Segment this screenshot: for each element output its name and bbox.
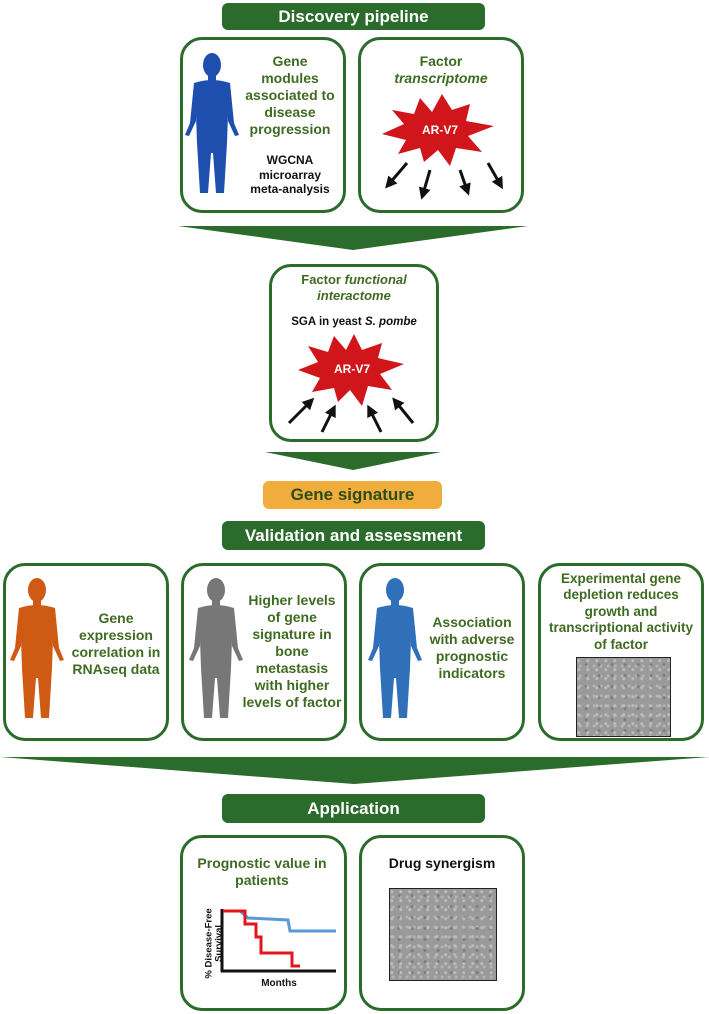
sga-word: SGA in yeast: [291, 316, 362, 328]
wgcna-text: WGCNA microarray meta-analysis: [250, 153, 330, 197]
sga-text: SGA in yeast S. pombe: [272, 315, 436, 329]
discovery-pipeline-title: Discovery pipeline: [222, 3, 485, 30]
gene-depletion-text: Experimental gene depletion reduces grow…: [548, 571, 694, 652]
factor-interactome-title: Factor functional interactome: [275, 272, 433, 304]
application-title: Application: [222, 794, 485, 823]
factor-label-top: AR-V7: [421, 123, 458, 137]
functional-word: functional: [344, 272, 407, 287]
gene-modules-text: Gene modules associated to disease progr…: [245, 53, 335, 138]
prognostic-indicators-text: Association with adverse prognostic indi…: [429, 614, 515, 682]
factor-label-mid: AR-V7: [333, 362, 370, 376]
microscopy-image-synergism: [389, 888, 497, 981]
survival-xlabel: Months: [261, 978, 297, 989]
interactome-word: interactome: [317, 287, 391, 303]
factor-transcriptome-title: Factor transcriptome: [370, 53, 512, 87]
rnaseq-text: Gene expression correlation in RNAseq da…: [71, 610, 161, 678]
transcriptome-word: transcriptome: [394, 70, 488, 87]
microscopy-image-depletion: [576, 657, 671, 737]
gene-signature-pill: Gene signature: [263, 481, 442, 509]
bone-metastasis-text: Higher levels of gene signature in bone …: [242, 592, 342, 711]
factor-word: Factor: [419, 53, 463, 69]
drug-synergism-title: Drug synergism: [388, 855, 496, 871]
factor-word-2: Factor: [301, 272, 341, 287]
survival-ylabel: % Disease-Free Survival: [203, 908, 225, 979]
s-pombe-word: S. pombe: [364, 316, 417, 328]
gene-depletion-box: [538, 563, 704, 741]
validation-title: Validation and assessment: [222, 521, 485, 550]
prognostic-value-title: Prognostic value in patients: [197, 855, 327, 889]
